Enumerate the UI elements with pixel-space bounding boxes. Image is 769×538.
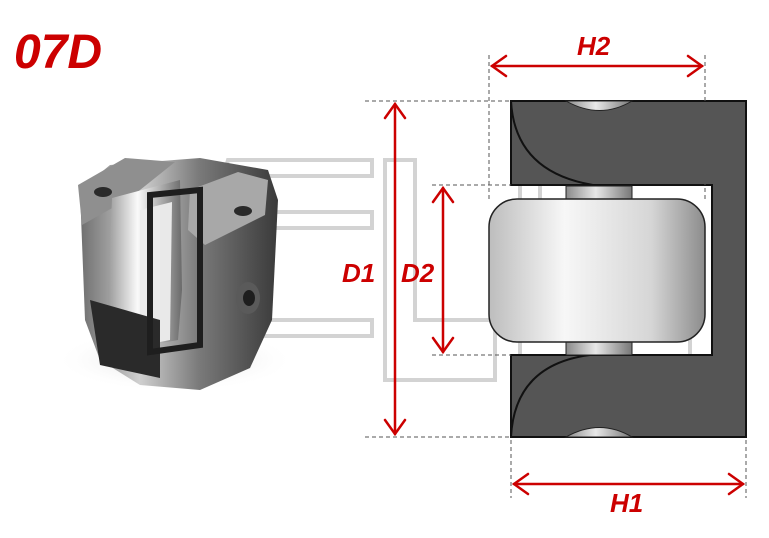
roller [488, 198, 706, 343]
axle-pin [564, 100, 634, 438]
extension-lines [365, 55, 747, 498]
product-code-title: 07D [14, 26, 102, 79]
dimension-label-d2: D2 [401, 258, 435, 288]
roller-bearing-photo [55, 158, 295, 392]
dimension-label-d1: D1 [342, 258, 375, 288]
dimension-arrows [383, 54, 746, 496]
dimension-label-h2: H2 [577, 31, 611, 61]
dimension-label-h1: H1 [610, 488, 643, 518]
